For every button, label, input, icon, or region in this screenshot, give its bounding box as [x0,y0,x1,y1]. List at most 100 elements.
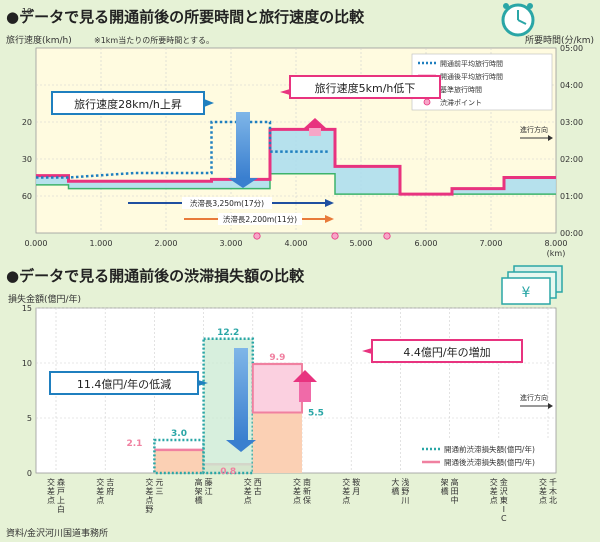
bottom-y-tick-label: 15 [22,304,32,313]
intersection-label-char: 交 [342,477,350,487]
top-speed-tick-label: 30 [22,155,32,164]
top-time-tick-label: 01:00 [560,192,583,201]
clock-icon [501,3,535,37]
bar-value-label: 12.2 [217,328,239,338]
intersection-label-char: 架 [441,478,449,487]
intersection-label-char: 川 [401,496,409,505]
top-jam-after-text: 渋滞長2,200m(11分) [223,214,297,224]
top-time-tick-label: 00:00 [560,229,583,238]
intersection-label-char: 月 [352,487,360,496]
intersection-label-char: 点 [244,496,252,505]
intersection-label-char: 橋 [441,486,449,496]
bottom-y-tick-label: 10 [22,359,32,368]
intersection-label-char: 点 [490,496,498,505]
svg-text:¥: ¥ [522,285,531,301]
intersection-label-char: 差 [539,486,547,496]
bottom-callout-left: 11.4億円/年の低減 [49,371,208,395]
intersection-label-char: 吉 [106,478,114,487]
intersection-label-char: 交 [293,477,301,487]
bottom-direction-text: 進行方向 [520,393,548,402]
intersection-label-char: 西 [254,478,262,487]
intersection-label-char: C [501,514,507,523]
intersection-label-char: 交 [47,477,55,487]
intersection-label-char: 交 [490,477,498,487]
bottom-callout-left-text: 11.4億円/年の低減 [77,377,171,391]
top-speed-tick-label: 60 [22,192,32,201]
intersection-label-char: 交 [96,477,104,487]
bottom-chart-title: ●データで見る開通前後の渋滞損失額の比較 [6,267,305,285]
intersection-label-char: 野 [145,505,153,514]
intersection-label-char: 交 [244,477,252,487]
bottom-callout-right-text: 4.4億円/年の増加 [403,345,490,359]
top-ticks: 0.000 1.000 2.000 3.000 4.000 5.000 6.000 7.000… [22,7,583,248]
top-legend-points: 渋滞ポイント [440,98,482,107]
intersection-label-char: 三 [155,487,163,496]
intersection-label-char: 点 [96,496,104,505]
intersection-label-char: 元 [155,478,163,487]
top-x-tick-label: 1.000 [90,239,113,248]
top-speed-tick-label: 20 [22,118,32,127]
top-increase-arrow [304,118,326,136]
bar-value-label: 0.8 [220,467,236,477]
money-icon: ¥ [501,265,563,305]
top-x-tick-label: 0.000 [25,239,48,248]
intersection-label-char: 点 [145,496,153,505]
intersection-label-char: I [503,505,505,514]
top-note: ※1km当たりの所要時間とする。 [94,35,214,45]
intersection-label-char: 野 [401,487,409,496]
intersection-label-char: 森 [57,477,65,487]
intersection-label-char: 白 [57,504,65,514]
intersection-label-char: 田 [451,487,459,496]
intersection-label-char: 点 [539,496,547,505]
top-jam-after: 渋滞長2,200m(11分) [184,213,334,225]
bottom-decrease-arrow [226,348,256,452]
intersection-label-char: 古 [254,486,262,496]
intersection-label-char: 府 [106,486,114,496]
congestion-point [331,232,339,240]
intersection-label-char: 差 [244,486,252,496]
intersection-label-char: 木 [549,486,557,496]
intersection-label-char: 戸 [57,487,65,496]
top-fills [36,129,556,195]
bar-value-label: 9.9 [269,353,285,363]
intersection-label-char: 差 [96,486,104,496]
intersection-label-char: 鞍 [352,477,360,487]
intersection-label-char: 点 [47,496,55,505]
top-jam-before: 渋滞長3,250m(17分) [128,197,334,209]
top-callout-left-text: 旅行速度28km/h上昇 [74,97,182,111]
top-x-tick-label: 3.000 [220,239,243,248]
bottom-increase-arrow [293,370,317,402]
top-time-tick-label: 04:00 [560,81,583,90]
bottom-y-tick-label: 0 [27,469,32,478]
intersection-label-char: 東 [500,495,508,505]
top-chart-title: ●データで見る開通前後の所要時間と旅行速度の比較 [6,8,365,26]
top-callout-right-text: 旅行速度5km/h低下 [315,81,416,95]
intersection-label-char: 橋 [195,495,203,505]
bottom-callout-right: 4.4億円/年の増加 [362,339,523,363]
intersection-label-char: 新 [303,486,311,496]
top-x-unit: (km) [547,249,566,258]
intersection-label-char: 差 [342,486,350,496]
top-time-tick-label: 03:00 [560,118,583,127]
intersection-label-char: 沢 [500,487,508,496]
top-callout-left: 旅行速度28km/h上昇 [51,91,214,115]
intersection-label-char: 浅 [401,477,409,487]
top-x-tick-label: 7.000 [480,239,503,248]
top-jam-before-text: 渋滞長3,250m(17分) [190,198,264,208]
top-x-tick-label: 5.000 [350,239,373,248]
top-time-tick-label: 05:00 [560,44,583,53]
congestion-point [253,232,261,240]
top-legend-before: 開通前平均旅行時間 [440,59,503,68]
bar-value-label: 3.0 [171,429,187,439]
intersection-label-char: 差 [490,486,498,496]
intersection-label-char: 交 [539,477,547,487]
bottom-legend: 開通前渋滞損失額(億円/年) 開通後渋滞損失額(億円/年) [418,440,552,470]
top-x-tick-label: 8.000 [545,239,568,248]
top-delay-area [36,129,556,195]
top-x-tick-label: 2.000 [155,239,178,248]
top-x-tick-label: 6.000 [415,239,438,248]
top-x-tick-label: 4.000 [285,239,308,248]
top-left-axis-label: 旅行速度(km/h) [6,34,72,46]
intersection-label-char: 北 [549,496,557,505]
intersection-label-char: 橋 [391,486,399,496]
